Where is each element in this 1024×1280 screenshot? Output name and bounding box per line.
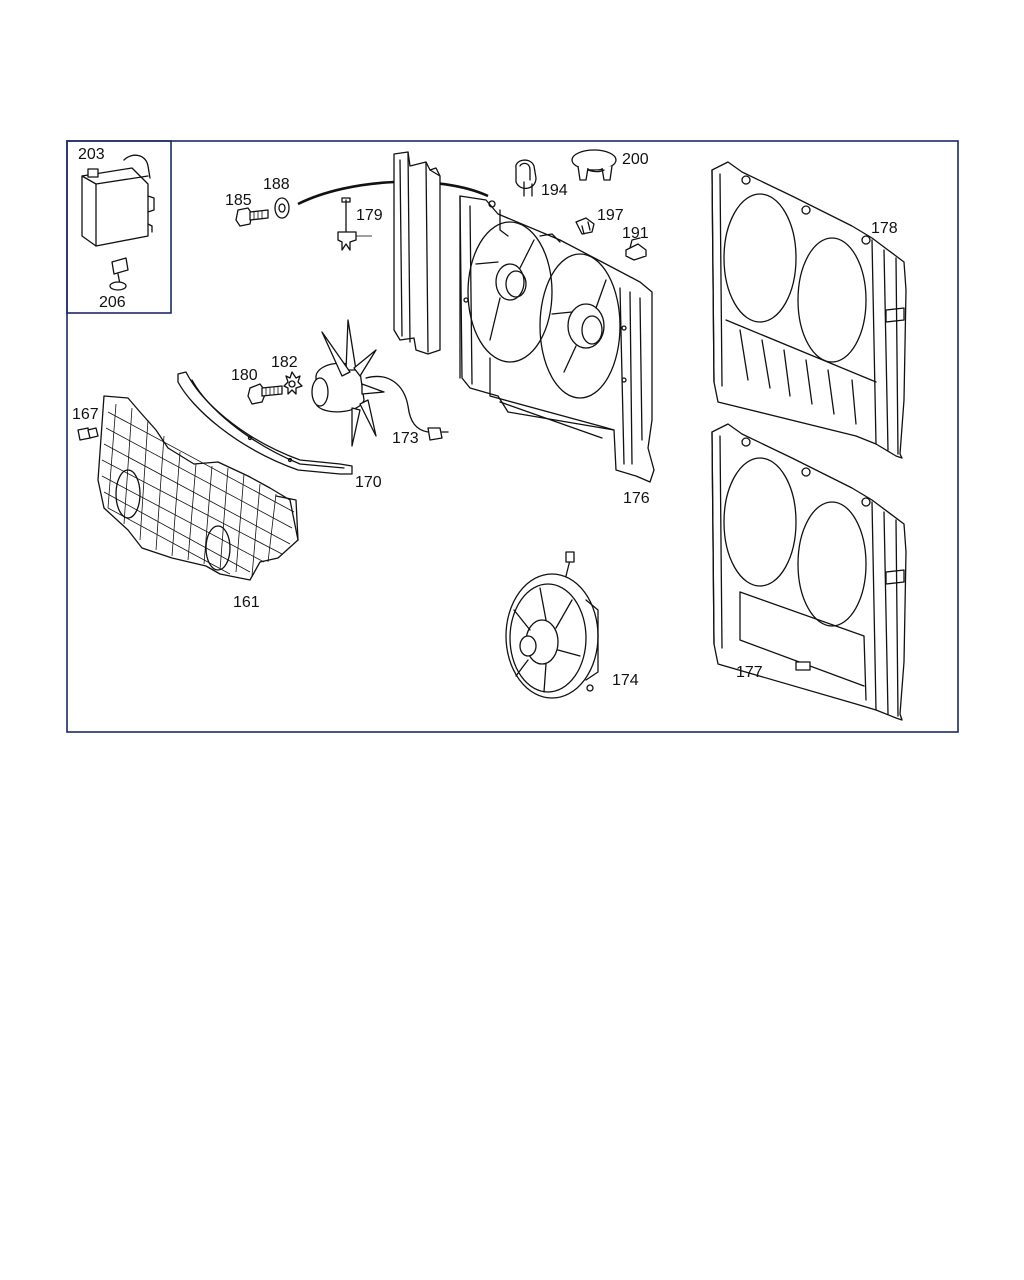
label-185: 185 xyxy=(225,192,252,209)
electric-fan-174 xyxy=(505,551,599,699)
label-176: 176 xyxy=(623,490,650,507)
fan-shroud-177 xyxy=(711,423,907,721)
bolt-180 xyxy=(247,383,283,405)
label-174: 174 xyxy=(612,672,639,689)
label-170: 170 xyxy=(355,474,382,491)
label-203: 203 xyxy=(78,146,105,163)
diagram-frame xyxy=(66,140,959,733)
label-188: 188 xyxy=(263,176,290,193)
cap-200 xyxy=(571,149,617,181)
fan-motor-173 xyxy=(311,319,449,447)
grille-161 xyxy=(97,395,299,581)
washer-188 xyxy=(274,197,290,219)
fan-shroud-178 xyxy=(711,161,907,459)
label-194: 194 xyxy=(541,182,568,199)
label-177: 177 xyxy=(736,664,763,681)
clip-197 xyxy=(575,217,595,235)
bolt-185 xyxy=(235,207,269,227)
inset-frame xyxy=(66,140,172,314)
label-180: 180 xyxy=(231,367,258,384)
label-167: 167 xyxy=(72,406,99,423)
clip-206 xyxy=(109,257,129,291)
label-161: 161 xyxy=(233,594,260,611)
pin-179 xyxy=(337,197,372,251)
label-173: 173 xyxy=(392,430,419,447)
clamp-194 xyxy=(515,159,537,197)
seal-strip xyxy=(393,151,441,355)
strap-170 xyxy=(177,371,353,475)
control-unit-203 xyxy=(81,154,155,247)
washer-182 xyxy=(283,371,303,395)
label-200: 200 xyxy=(622,151,649,168)
label-182: 182 xyxy=(271,354,298,371)
label-206: 206 xyxy=(99,294,126,311)
plug-167 xyxy=(77,427,99,441)
label-179: 179 xyxy=(356,207,383,224)
label-191: 191 xyxy=(622,225,649,242)
label-178: 178 xyxy=(871,220,898,237)
bracket-191 xyxy=(625,237,647,261)
fan-shroud-176 xyxy=(459,195,655,483)
label-197: 197 xyxy=(597,207,624,224)
